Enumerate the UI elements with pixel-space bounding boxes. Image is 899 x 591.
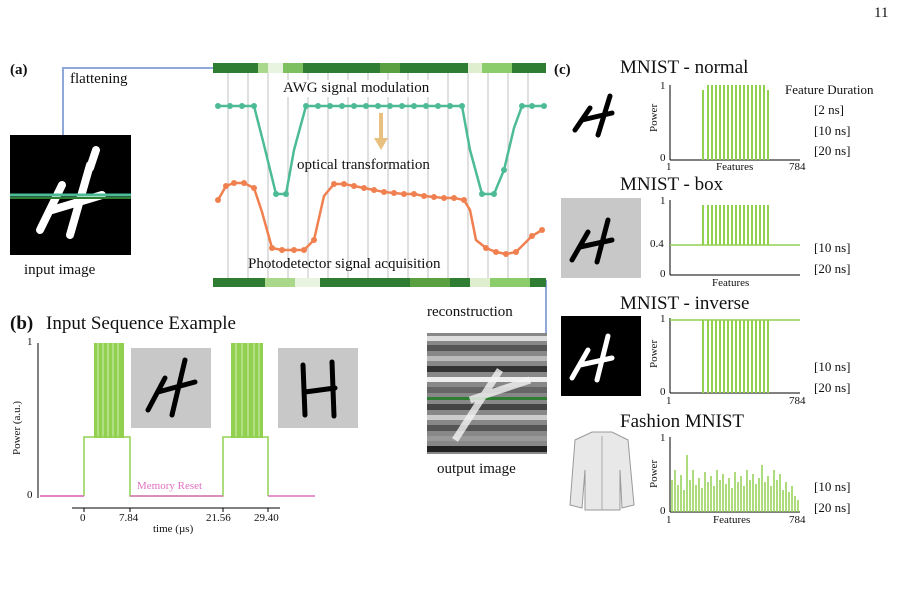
normal-xstart: 1 xyxy=(666,161,672,173)
chart-normal xyxy=(669,85,800,161)
normal-xend: 784 xyxy=(789,161,806,173)
thumb-normal xyxy=(572,93,615,138)
fashion-xend: 784 xyxy=(789,514,806,526)
fashion-dur-0: [10 ns] xyxy=(814,479,851,494)
b-xtick-3: 29.40 xyxy=(254,512,279,524)
optical-output-curve xyxy=(215,180,545,257)
photodetector-sequence-bar xyxy=(213,278,546,287)
memory-reset-label: Memory Reset xyxy=(137,480,203,492)
b-xlabel: time (µs) xyxy=(153,523,194,535)
awg-modulation-curve xyxy=(215,103,547,197)
inverse-ytick-1: 1 xyxy=(660,313,666,325)
output-image-label: output image xyxy=(437,461,516,477)
b-xtick-1: 7.84 xyxy=(119,512,139,524)
inverse-ytick-0: 0 xyxy=(660,386,666,398)
reconstruction-label: reconstruction xyxy=(427,304,513,320)
fashion-xlabel: Features xyxy=(713,514,751,526)
b-xtick-2: 21.56 xyxy=(206,512,231,524)
page-number: 11 xyxy=(874,5,889,21)
inverse-xstart: 1 xyxy=(666,395,672,407)
chart-fashion xyxy=(669,437,800,513)
panel-b-title: Input Sequence Example xyxy=(46,313,236,334)
example-digit-1 xyxy=(131,348,211,428)
row-title-normal: MNIST - normal xyxy=(620,57,749,78)
fashion-xstart: 1 xyxy=(666,514,672,526)
inverse-dur-1: [20 ns] xyxy=(814,380,851,395)
normal-dur-2: [20 ns] xyxy=(814,143,851,158)
input-image xyxy=(10,135,131,255)
fashion-ylabel: Power xyxy=(648,459,660,488)
box-xlabel: Features xyxy=(712,277,750,289)
optical-label: optical transformation xyxy=(297,157,430,173)
box-ytick-1: 1 xyxy=(660,195,666,207)
b-ytick-0: 0 xyxy=(27,489,33,501)
panel-b-label: (b) xyxy=(10,313,34,334)
thumb-fashion-shirt xyxy=(569,431,635,511)
chart-inverse xyxy=(669,318,800,394)
row-title-fashion: Fashion MNIST xyxy=(620,411,745,432)
row-title-box: MNIST - box xyxy=(620,174,724,195)
b-xtick-0: 0 xyxy=(80,512,86,524)
box-dur-0: [10 ns] xyxy=(814,240,851,255)
fashion-ytick-0: 0 xyxy=(660,505,666,517)
panel-c-label: (c) xyxy=(554,62,571,78)
panel-a-label: (a) xyxy=(10,62,28,78)
output-image xyxy=(427,333,547,454)
normal-dur-0: [2 ns] xyxy=(814,102,844,117)
normal-dur-1: [10 ns] xyxy=(814,123,851,138)
chart-box xyxy=(669,200,800,276)
flattening-label: flattening xyxy=(70,71,128,87)
thumb-inverse xyxy=(561,316,641,396)
normal-xlabel: Features xyxy=(716,161,754,173)
fashion-dur-1: [20 ns] xyxy=(814,500,851,515)
example-digit-2 xyxy=(278,348,358,428)
normal-ylabel: Power xyxy=(648,103,660,132)
box-dur-1: [20 ns] xyxy=(814,261,851,276)
awg-sequence-bar xyxy=(213,63,546,73)
inverse-ylabel: Power xyxy=(648,339,660,368)
b-ytick-1: 1 xyxy=(27,336,33,348)
box-ytick-04: 0.4 xyxy=(650,238,664,250)
row-title-inverse: MNIST - inverse xyxy=(620,293,750,314)
feature-duration-label: Feature Duration xyxy=(785,82,874,97)
input-image-label: input image xyxy=(24,262,96,278)
fashion-ytick-1: 1 xyxy=(660,432,666,444)
normal-ytick-0: 0 xyxy=(660,152,666,164)
awg-label: AWG signal modulation xyxy=(283,80,430,97)
thumb-box xyxy=(561,198,641,278)
photodetector-label: Photodetector signal acquisition xyxy=(248,256,441,272)
normal-ytick-1: 1 xyxy=(660,80,666,92)
inverse-xend: 784 xyxy=(789,395,806,407)
inverse-dur-0: [10 ns] xyxy=(814,359,851,374)
box-ytick-0: 0 xyxy=(660,268,666,280)
